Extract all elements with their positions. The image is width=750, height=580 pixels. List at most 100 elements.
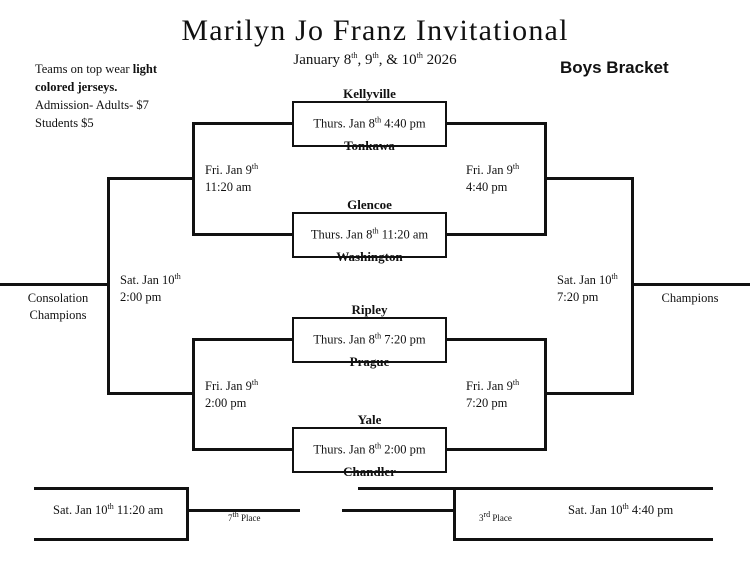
ordinal-suffix-icon: th <box>372 226 379 236</box>
consolation-semi-upper-time: 11:20 am <box>205 179 252 194</box>
champions-label: Champions <box>661 291 719 305</box>
winners-semi-lower-top-arm <box>462 338 547 341</box>
ordinal-suffix-icon: th <box>374 115 382 125</box>
consolation-semi-lower-output <box>107 392 195 395</box>
consolation-final-spine <box>107 177 110 395</box>
seventh-place-number: 7 <box>228 513 233 523</box>
winners-semi-upper-day: Fri. Jan 9 <box>466 163 513 177</box>
admission-students: Students $5 <box>35 116 94 131</box>
connector-game2-left <box>274 233 294 236</box>
ordinal-suffix-icon: th <box>107 501 114 511</box>
consolation-semi-upper-top-arm <box>192 122 277 125</box>
seventh-place-game-time: Sat. Jan 10th 11:20 am <box>53 501 164 518</box>
ordinal-suffix-icon: th <box>372 51 379 60</box>
ordinal-suffix-icon: th <box>251 377 259 387</box>
ordinal-suffix-icon: th <box>374 441 382 451</box>
jersey-note-bold-light: light <box>132 62 158 76</box>
ordinal-suffix-icon: th <box>512 161 520 171</box>
ordinal-suffix-icon: th <box>351 51 358 60</box>
ordinal-suffix-icon: th <box>251 161 259 171</box>
ordinal-suffix-icon: th <box>174 271 181 281</box>
ordinal-suffix-icon: th <box>416 51 423 60</box>
winners-semi-lower-time: 7:20 pm <box>466 395 508 410</box>
event-dates-part1: January 8 <box>293 52 352 68</box>
consolation-semi-lower-top-arm <box>192 338 277 341</box>
jersey-note-bold-colored: colored jerseys. <box>35 80 118 95</box>
third-place-word: Place <box>490 513 512 523</box>
game-2-top-team: Glencoe <box>347 197 392 212</box>
winners-semi-upper-bottom-arm <box>462 233 547 236</box>
third-place-top-arm-left <box>358 487 513 490</box>
game-box-4: Yale Thurs. Jan 8th 2:00 pm Chandler <box>292 412 447 479</box>
consolation-champions-line1: Consolation <box>27 291 89 305</box>
consolation-semi-upper-output <box>107 177 195 180</box>
seventh-place-clock: 11:20 am <box>113 503 164 517</box>
ordinal-suffix-icon: th <box>374 331 382 341</box>
winners-semi-lower-day: Fri. Jan 9 <box>466 379 513 393</box>
winners-semi-upper-top-arm <box>462 122 547 125</box>
seventh-place-output <box>186 509 300 512</box>
ordinal-suffix-icon: th <box>611 271 618 281</box>
championship-day: Sat. Jan 10 <box>557 273 612 287</box>
connector-game4-right <box>445 448 465 451</box>
event-dates-part3: , & 10 <box>378 52 417 68</box>
bracket-type-label: Boys Bracket <box>560 58 669 77</box>
winners-semi-lower-bottom-arm <box>462 448 547 451</box>
seventh-place-spine <box>186 487 189 541</box>
winners-semi-lower-label: Fri. Jan 9th 7:20 pm <box>466 378 519 412</box>
game-3-top-team: Ripley <box>351 302 388 317</box>
game-1-bottom-team: Tonkawa <box>344 138 395 153</box>
game-box-2: Glencoe Thurs. Jan 8th 11:20 am Washingt… <box>292 197 447 264</box>
event-dates-part2: , 9 <box>357 52 373 68</box>
winners-semi-lower-output <box>544 392 634 395</box>
game-4-clock: 2:00 pm <box>381 442 426 457</box>
game-1-day: Thurs. Jan 8 <box>313 116 375 131</box>
page-title: Marilyn Jo Franz Invitational <box>181 14 569 47</box>
third-place-bottom-arm <box>453 538 713 541</box>
championship-time: 7:20 pm <box>557 289 599 304</box>
third-place-game-time: Sat. Jan 10th 4:40 pm <box>568 501 673 518</box>
seventh-place-word: Place <box>238 513 261 523</box>
game-1-time: Thurs. Jan 8th 4:40 pm <box>294 115 445 132</box>
third-place-label: 3rd Place <box>479 510 512 524</box>
ordinal-suffix-icon: th <box>232 510 239 519</box>
consolation-semi-lower-bottom-arm <box>192 448 277 451</box>
game-box-1: Kellyville Thurs. Jan 8th 4:40 pm Tonkaw… <box>292 86 447 153</box>
consolation-final-day: Sat. Jan 10 <box>120 273 175 287</box>
consolation-semi-upper-label: Fri. Jan 9th 11:20 am <box>205 162 258 196</box>
event-year: 2026 <box>422 52 457 68</box>
championship-label: Sat. Jan 10th 7:20 pm <box>557 272 618 306</box>
third-place-input <box>342 509 456 512</box>
winners-semi-upper-label: Fri. Jan 9th 4:40 pm <box>466 162 519 196</box>
consolation-semi-upper-day: Fri. Jan 9 <box>205 163 252 177</box>
winners-semi-upper-output <box>544 177 634 180</box>
game-3-bottom-team: Prague <box>349 354 390 369</box>
connector-game4-left <box>274 448 294 451</box>
third-place-spine <box>453 487 456 541</box>
third-place-day: Sat. Jan 10 <box>568 503 623 517</box>
seventh-place-bottom-arm <box>34 538 189 541</box>
event-dates: January 8th, 9th, & 10th 2026 <box>0 52 750 69</box>
game-3-day: Thurs. Jan 8 <box>313 332 375 347</box>
consolation-final-label: Sat. Jan 10th 2:00 pm <box>120 272 181 306</box>
connector-game2-right <box>445 233 465 236</box>
game-4-bottom-team: Chandler <box>343 464 396 479</box>
winners-semi-upper-time: 4:40 pm <box>466 179 508 194</box>
game-4-time: Thurs. Jan 8th 2:00 pm <box>294 441 445 458</box>
game-2-clock: 11:20 am <box>378 227 429 242</box>
consolation-final-output <box>0 283 110 286</box>
consolation-final-time: 2:00 pm <box>120 289 162 304</box>
game-4-top-team: Yale <box>357 412 382 427</box>
jersey-note-plain: Teams on top wear <box>35 62 133 76</box>
ordinal-suffix-icon: rd <box>483 510 491 519</box>
game-2-time: Thurs. Jan 8th 11:20 am <box>294 226 445 243</box>
ordinal-suffix-icon: th <box>512 377 520 387</box>
connector-game3-left <box>274 338 294 341</box>
seventh-place-label: 7th Place <box>228 510 261 524</box>
ordinal-suffix-icon: th <box>622 501 629 511</box>
championship-spine <box>631 177 634 395</box>
game-1-top-team: Kellyville <box>343 86 396 101</box>
tournament-notes: Teams on top wear light colored jerseys.… <box>35 60 210 133</box>
